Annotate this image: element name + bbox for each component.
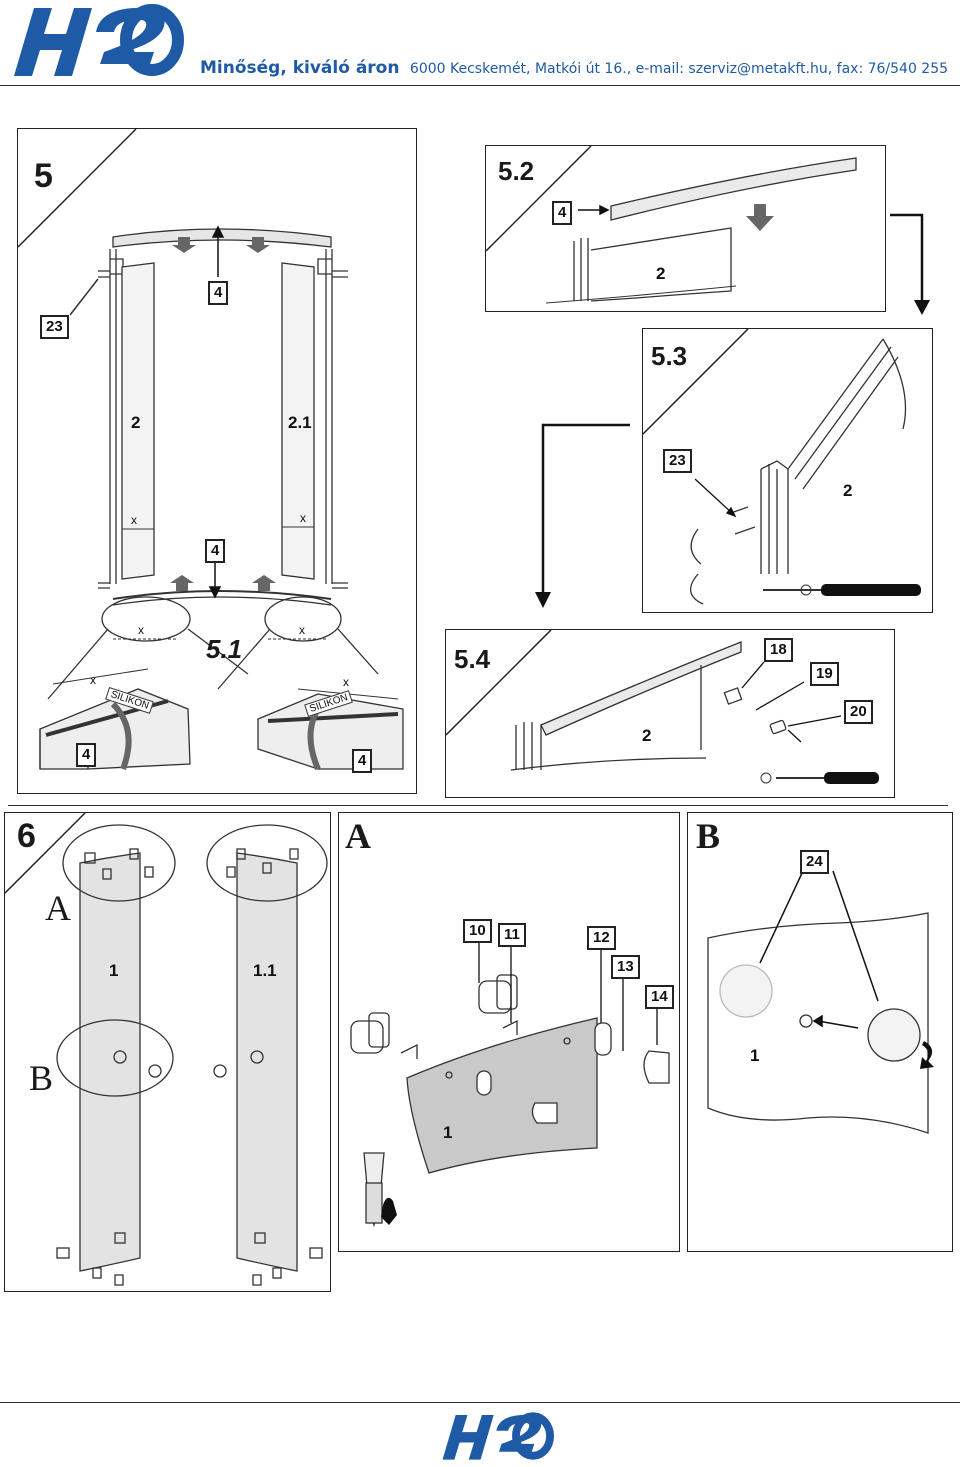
step6-letter-b: B (29, 1058, 54, 1098)
step5-panel-label-2-1: 2.1 (288, 413, 312, 432)
step6-letter-a: A (45, 888, 71, 928)
step5-4-tag-18: 18 (764, 638, 793, 662)
step5-x-mark: x (131, 513, 137, 527)
detail-a-panel-label: 1 (443, 1123, 453, 1142)
detail-a-illustration (350, 941, 670, 1228)
step5-panel: 5 (17, 128, 417, 794)
step6-number: 6 (17, 817, 36, 855)
step5-4-number: 5.4 (454, 644, 491, 674)
header-rule (0, 85, 960, 86)
detail-b-panel-label: 1 (750, 1046, 760, 1065)
step5-x-mark: x (299, 623, 305, 637)
detail-a-tag-14: 14 (645, 985, 674, 1009)
step5-corner (17, 128, 137, 248)
step5-tag-4-top: 4 (208, 281, 229, 305)
detail-a-panel: A 10 11 12 13 14 1 (338, 812, 680, 1252)
detail-a-tag-11: 11 (498, 923, 526, 947)
step6-illustration (4, 812, 328, 1286)
step5-3-panel: 5.3 23 2 (642, 328, 933, 613)
flow-arrow-down-left (535, 423, 630, 608)
step5-3-panel-label: 2 (843, 481, 853, 500)
step5-tag-23: 23 (40, 315, 69, 339)
section-divider (8, 805, 948, 806)
step5-4-panel-label: 2 (642, 726, 652, 745)
step5-2-number: 5.2 (498, 156, 535, 186)
step5-x-mark: x (138, 623, 144, 637)
step5-1-label: 5.1 (206, 634, 243, 664)
h2o-logo (14, 4, 184, 76)
step5-4-illustration (445, 629, 879, 784)
step5-4-tag-20: 20 (844, 700, 873, 724)
step5-2-panel: 5.2 4 2 (485, 145, 886, 312)
footer-h2o-logo (442, 1412, 554, 1460)
step5-2-illustration (485, 145, 857, 304)
step5-4-panel: 5.4 18 19 20 2 (445, 629, 895, 798)
step5-tag-4-right: 4 (352, 749, 373, 773)
detail-a-tag-10: 10 (463, 919, 492, 943)
step5-3-illustration (642, 328, 921, 605)
step6-panel-label-1: 1 (109, 961, 119, 980)
step5-x-mark: x (300, 511, 306, 525)
detail-a-letter: A (345, 816, 371, 856)
footer-rule (0, 1402, 960, 1403)
flow-arrow-down-right (890, 213, 930, 315)
step5-x-mark: x (90, 673, 96, 687)
detail-b-panel: B 24 1 (687, 812, 953, 1252)
step5-illustration (39, 225, 404, 771)
detail-b-tag-24: 24 (800, 850, 829, 874)
step5-2-tag-4: 4 (552, 201, 573, 225)
step5-2-panel-label: 2 (656, 264, 666, 283)
step5-tag-4-bottom: 4 (205, 539, 226, 563)
step5-4-tag-19: 19 (810, 662, 839, 686)
tagline: Minőség, kiváló áron (200, 58, 400, 78)
step6-panel-label-1-1: 1.1 (253, 961, 277, 980)
step5-3-tag-23: 23 (663, 449, 692, 473)
step5-3-number: 5.3 (651, 341, 688, 371)
detail-a-tag-12: 12 (587, 926, 616, 950)
step5-number: 5 (34, 157, 53, 195)
contact-info: 6000 Kecskemét, Matkói út 16., e-mail: s… (409, 61, 949, 77)
step5-panel-label-2: 2 (131, 413, 141, 432)
step6-panel: 6 A B 1 1.1 (4, 812, 331, 1292)
detail-b-letter: B (696, 816, 721, 856)
header-text: Minőség, kiváló áron 6000 Kecskemét, Mat… (200, 58, 948, 78)
step5-x-mark: x (343, 675, 349, 689)
detail-b-illustration (707, 870, 934, 1134)
detail-a-tag-13: 13 (611, 955, 640, 979)
step5-tag-4-left: 4 (76, 743, 97, 767)
